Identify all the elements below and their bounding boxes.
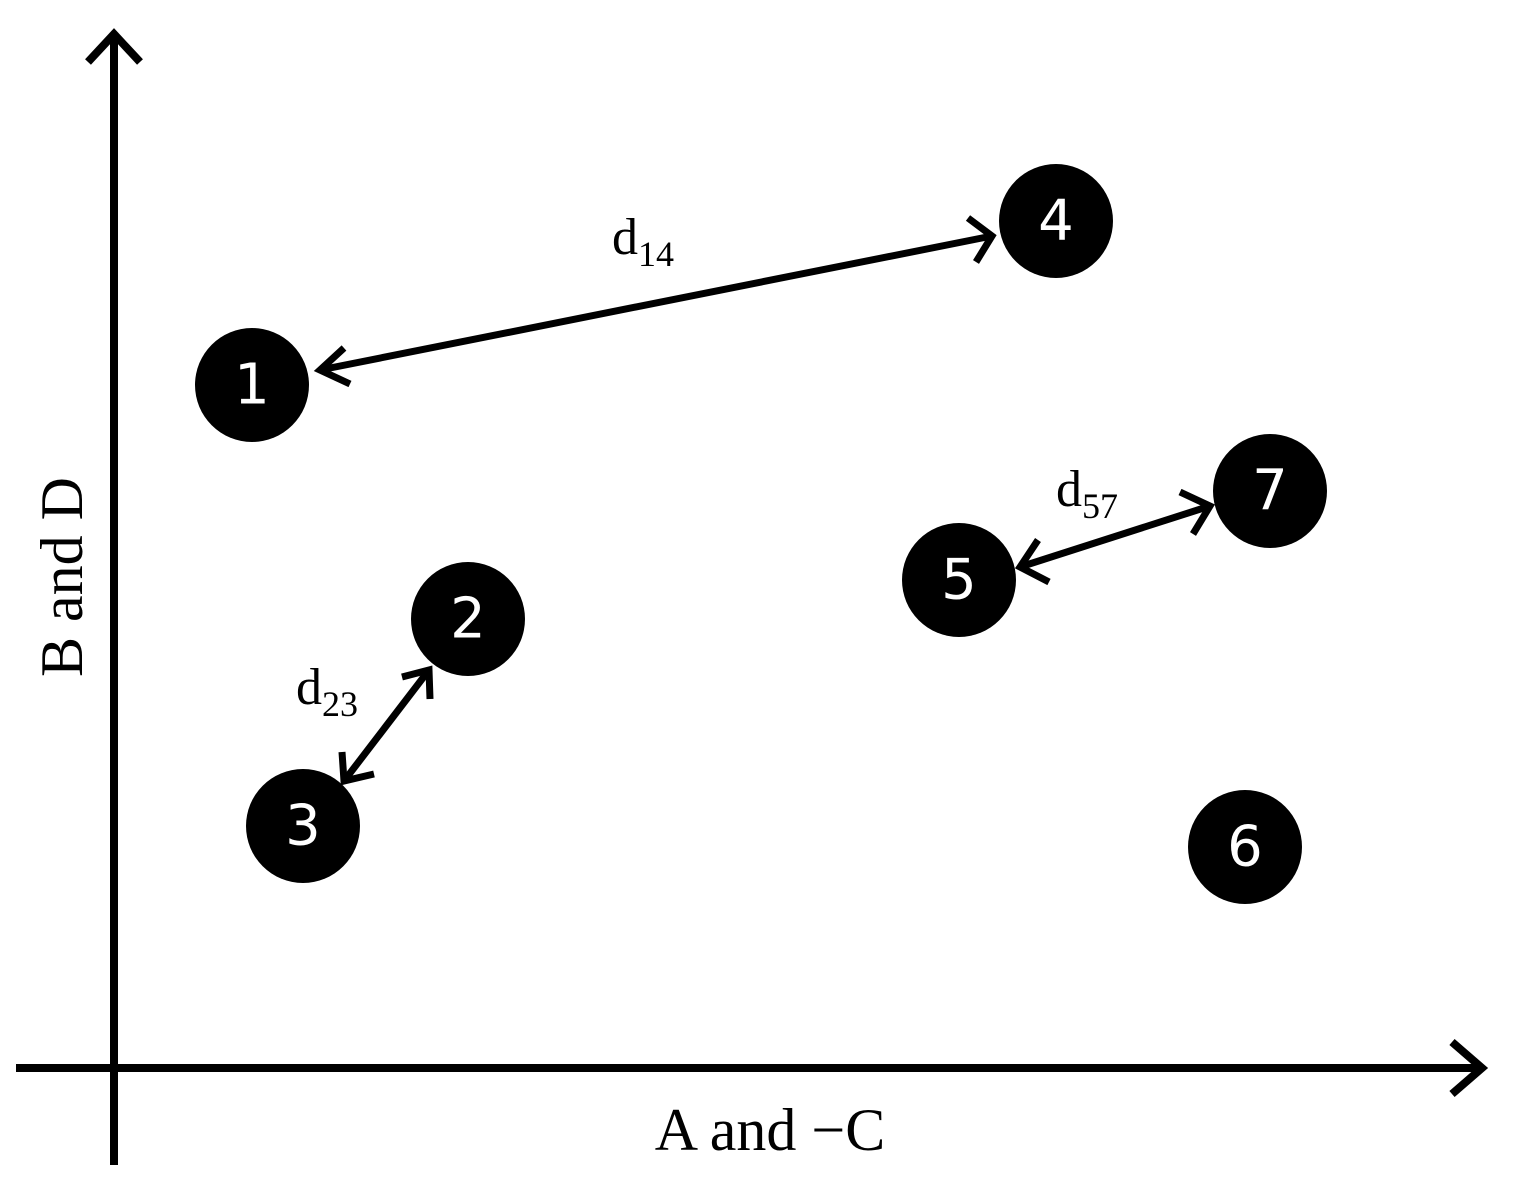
node-4-circle bbox=[999, 164, 1113, 278]
node-1-label: 1 bbox=[234, 353, 270, 418]
distance-line-d14 bbox=[319, 232, 993, 374]
node-6: 6 bbox=[1188, 790, 1302, 904]
arrowhead-node-5 bbox=[1014, 538, 1051, 586]
distance-label-d23: d23 bbox=[296, 659, 358, 724]
node-5-label: 5 bbox=[941, 548, 977, 613]
x-axis-arrowhead bbox=[1449, 1038, 1489, 1098]
node-1: 1 bbox=[195, 328, 309, 442]
y-axis-label: B and D bbox=[29, 477, 95, 677]
node-6-circle bbox=[1188, 790, 1302, 904]
node-7-circle bbox=[1213, 434, 1327, 548]
distance-label-d14-main: d bbox=[612, 209, 638, 266]
node-7-label: 7 bbox=[1252, 459, 1288, 524]
distance-line-d57 bbox=[1018, 502, 1212, 571]
arrowhead-node-2 bbox=[401, 665, 434, 700]
arrowhead-node-4 bbox=[965, 215, 997, 264]
node-2-label: 2 bbox=[450, 587, 486, 652]
arrowhead-node-1 bbox=[313, 345, 352, 388]
node-4-label: 4 bbox=[1038, 189, 1074, 254]
node-2-circle bbox=[411, 562, 525, 676]
node-5-circle bbox=[902, 523, 1016, 637]
node-6-label: 6 bbox=[1227, 815, 1263, 880]
x-axis-label: A and −C bbox=[655, 1097, 886, 1163]
distance-arrow-d57 bbox=[1014, 488, 1216, 586]
distance-arrow-d23 bbox=[338, 665, 434, 786]
arrowhead-node-3 bbox=[338, 751, 375, 786]
distance-label-d57: d57 bbox=[1056, 461, 1118, 526]
distance-label-d14: d14 bbox=[612, 209, 674, 274]
distance-label-d57-main: d bbox=[1056, 461, 1082, 518]
y-axis-arrowhead bbox=[85, 28, 143, 65]
node-4: 4 bbox=[999, 164, 1113, 278]
distance-line-d23 bbox=[341, 667, 432, 784]
distance-label-d23-sub: 23 bbox=[322, 684, 358, 724]
node-5: 5 bbox=[902, 523, 1016, 637]
node-3-label: 3 bbox=[285, 794, 321, 859]
node-7: 7 bbox=[1213, 434, 1327, 548]
arrowhead-node-7 bbox=[1178, 488, 1216, 536]
node-3-circle bbox=[246, 769, 360, 883]
distance-arrow-d14 bbox=[313, 215, 997, 388]
distance-label-d14-sub: 14 bbox=[638, 234, 674, 274]
distance-label-d57-sub: 57 bbox=[1082, 486, 1118, 526]
node-2: 2 bbox=[411, 562, 525, 676]
node-3: 3 bbox=[246, 769, 360, 883]
node-1-circle bbox=[195, 328, 309, 442]
distance-label-d23-main: d bbox=[296, 659, 322, 716]
